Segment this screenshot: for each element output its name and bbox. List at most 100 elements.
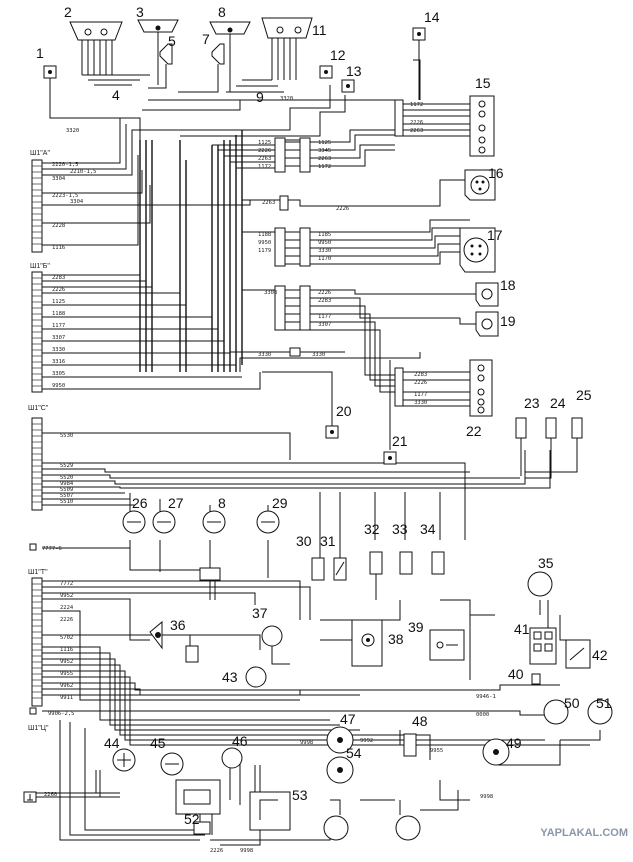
component-8b-lamp: 29: [256, 495, 288, 534]
svg-text:1177: 1177: [414, 392, 427, 398]
svg-text:2283: 2283: [318, 298, 331, 304]
svg-text:9998: 9998: [240, 848, 253, 854]
svg-text:9950: 9950: [52, 383, 65, 389]
component-18-lamp: 19: [459, 311, 516, 337]
svg-text:1116: 1116: [52, 245, 65, 251]
component-52-label: 53: [292, 787, 308, 803]
svg-text:3320: 3320: [280, 96, 293, 102]
svg-text:7777-6: 7777-6: [42, 546, 62, 552]
component-53-label: 54: [346, 745, 362, 761]
svg-text:9955: 9955: [430, 748, 443, 754]
component-49-lamp: 50: [543, 695, 580, 725]
component-4-lamp: 3: [136, 4, 179, 85]
svg-text:3330: 3330: [258, 352, 271, 358]
component-29-sensor: 30: [296, 533, 325, 581]
svg-text:3330: 3330: [318, 248, 331, 254]
component-44-motor: 45: [150, 735, 184, 776]
component-10-headlamp: 11: [226, 17, 327, 93]
svg-text:3307: 3307: [318, 322, 331, 328]
connector-block-c: Ш1"С" 7777-6: [28, 405, 62, 552]
svg-text:1125: 1125: [318, 140, 331, 146]
svg-text:5702: 5702: [60, 635, 73, 641]
svg-text:3304: 3304: [52, 176, 66, 182]
svg-text:2220-1,5: 2220-1,5: [52, 162, 79, 168]
component-47-sensor: 48: [403, 713, 428, 757]
svg-text:2226: 2226: [258, 148, 271, 154]
component-21-label: 22: [466, 423, 482, 439]
component-31-label: 32: [364, 521, 380, 537]
component-36-label: 37: [252, 605, 268, 621]
component-41-label: 42: [592, 647, 608, 663]
svg-text:5530: 5530: [60, 433, 73, 439]
svg-text:9952: 9952: [60, 659, 73, 665]
svg-text:1125: 1125: [52, 299, 65, 305]
component-43-label: 44: [104, 735, 120, 751]
svg-text:9906-2,5: 9906-2,5: [48, 711, 75, 717]
component-46-label: 47: [340, 711, 356, 727]
svg-text:9950: 9950: [318, 240, 331, 246]
svg-text:2263: 2263: [410, 128, 423, 134]
block-label-ts: Ш1"Ц": [28, 725, 49, 732]
component-12-label: 13: [346, 63, 362, 79]
svg-text:9911: 9911: [60, 695, 73, 701]
svg-text:2260: 2260: [44, 792, 57, 798]
component-33-label: 34: [420, 521, 436, 537]
component-15-label: 16: [488, 165, 504, 181]
component-50-lamp: 51: [587, 695, 613, 725]
component-42-lamp: 43: [222, 666, 267, 688]
svg-text:2228: 2228: [52, 223, 65, 229]
svg-text:2210-1,5: 2210-1,5: [70, 169, 97, 175]
component-24-label: 25: [576, 387, 592, 403]
svg-text:2226: 2226: [60, 617, 73, 623]
svg-text:1177: 1177: [318, 314, 331, 320]
component-21-switch: 22: [466, 359, 493, 439]
svg-text:2226: 2226: [414, 380, 427, 386]
block-label-t: Ш1"Т": [28, 569, 48, 576]
svg-text:2226: 2226: [336, 206, 349, 212]
svg-text:2263: 2263: [262, 200, 275, 206]
component-23-label: 24: [550, 395, 566, 411]
component-16-label: 17: [487, 227, 503, 243]
component-10-label: 11: [312, 22, 327, 38]
svg-text:5509: 5509: [60, 487, 73, 493]
component-34-label: 35: [538, 555, 554, 571]
component-38-label: 39: [408, 619, 424, 635]
component-7-horn: 7: [178, 31, 225, 93]
svg-text:3307: 3307: [52, 335, 65, 341]
component-37-relay: 38: [320, 600, 404, 667]
component-9-label: 9: [256, 89, 264, 105]
component-17-lamp: 18: [460, 277, 516, 307]
block-label-c: Ш1"С": [28, 405, 49, 412]
svg-text:3305: 3305: [52, 371, 65, 377]
svg-text:0000: 0000: [476, 712, 489, 718]
component-23-sensor: 24: [525, 395, 566, 479]
svg-text:1179: 1179: [258, 248, 271, 254]
component-50-label: 51: [596, 695, 612, 711]
svg-text:1116: 1116: [60, 647, 73, 653]
svg-text:2223-1,5: 2223-1,5: [52, 193, 79, 199]
component-17-label: 18: [500, 277, 516, 293]
component-35-switch: 36: [149, 617, 199, 663]
lamp-unlabeled: [395, 815, 421, 841]
svg-text:3316: 3316: [52, 359, 65, 365]
component-11-label: 12: [330, 47, 346, 63]
block-label-a: Ш1"А": [30, 150, 50, 157]
component-52-unit: 53: [249, 787, 308, 831]
component-30-label: 31: [320, 533, 336, 549]
component-2-headlamp: 2: [64, 4, 150, 86]
component-16-socket: 17: [459, 227, 503, 273]
svg-text:3320: 3320: [66, 128, 79, 134]
component-22-sensor: 23: [515, 395, 540, 476]
svg-text:3308: 3308: [264, 290, 277, 296]
component-1-label: 1: [36, 45, 44, 61]
component-33-sensor: 34: [420, 521, 445, 575]
svg-text:3345: 3345: [318, 148, 331, 154]
svg-text:1172: 1172: [410, 102, 423, 108]
component-39-connector: 40: [508, 666, 541, 685]
svg-text:1188: 1188: [258, 232, 271, 238]
svg-text:1172: 1172: [318, 164, 331, 170]
svg-text:9998: 9998: [480, 794, 493, 800]
component-24-sensor: 25: [525, 387, 592, 473]
svg-text:9984: 9984: [60, 481, 74, 487]
component-8b-label: 29: [272, 495, 288, 511]
